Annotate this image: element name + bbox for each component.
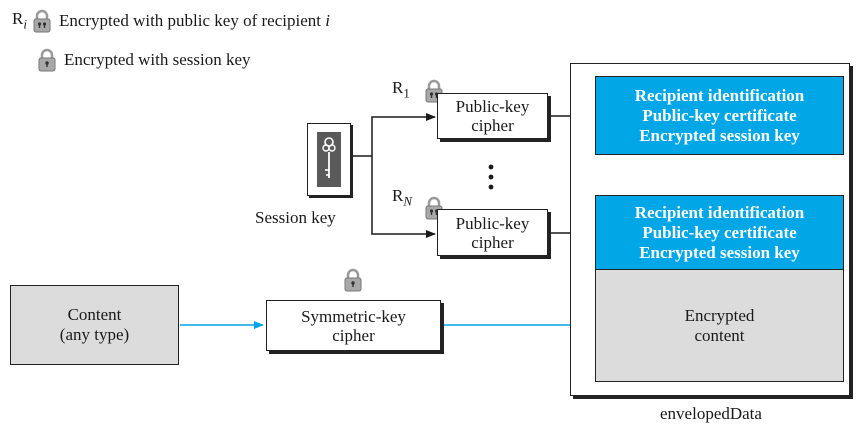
- symmetric-line2: cipher: [332, 325, 375, 345]
- symmetric-key-cipher: Symmetric-key cipher: [266, 300, 441, 351]
- symmetric-line1: Symmetric-key: [301, 306, 406, 326]
- public-key-cipher-1: Public-key cipher: [437, 93, 548, 139]
- lock-icon: [38, 48, 56, 72]
- block-n-session-key: Encrypted session key: [639, 242, 800, 262]
- arrow-to-cipher-1: [371, 113, 436, 156]
- cipher-1-line1: Public-key: [455, 97, 530, 116]
- ellipsis-middle: [488, 164, 494, 190]
- content-line2: (any type): [59, 325, 130, 344]
- key-icon: [317, 132, 341, 187]
- content-line1: Content: [67, 305, 122, 324]
- lock-icon: [33, 9, 51, 33]
- session-key-card: [307, 123, 351, 196]
- encrypted-content-block: Encrypted content: [595, 270, 844, 382]
- block-1-session-key: Encrypted session key: [639, 125, 800, 145]
- lock-icon: [344, 268, 362, 292]
- block-1-certificate: Public-key certificate: [642, 105, 797, 125]
- arrow-to-cipher-n: [371, 156, 436, 238]
- public-key-cipher-n: Public-key cipher: [437, 209, 548, 256]
- cipher-n-line2: cipher: [471, 232, 514, 252]
- cipher-n-line1: Public-key: [455, 213, 530, 233]
- legend-session-key: Encrypted with session key: [37, 48, 251, 72]
- legend-public-text: Encrypted with public key of recipient i: [58, 11, 330, 30]
- recipient-block-n: Recipient identification Public-key cert…: [595, 195, 844, 270]
- session-key-label: Session key: [255, 208, 336, 227]
- block-1-recipient-id: Recipient identification: [634, 85, 805, 105]
- legend-public-key: Ri Encrypted with public key of recipien…: [12, 9, 330, 33]
- block-n-certificate: Public-key certificate: [642, 222, 797, 242]
- content-box: Content (any type): [10, 285, 179, 365]
- cipher-1-line2: cipher: [471, 116, 514, 135]
- legend-session-text: Encrypted with session key: [64, 50, 251, 69]
- encrypted-line2: content: [694, 325, 745, 345]
- recipient-n-label: RN: [392, 186, 413, 209]
- legend-recipient-label: Ri: [12, 9, 27, 32]
- encrypted-line1: Encrypted: [684, 305, 755, 325]
- recipient-1-label: R1: [392, 78, 410, 101]
- block-n-recipient-id: Recipient identification: [634, 202, 805, 222]
- enveloped-data-caption: envelopedData: [660, 404, 762, 423]
- recipient-block-1: Recipient identification Public-key cert…: [595, 76, 844, 155]
